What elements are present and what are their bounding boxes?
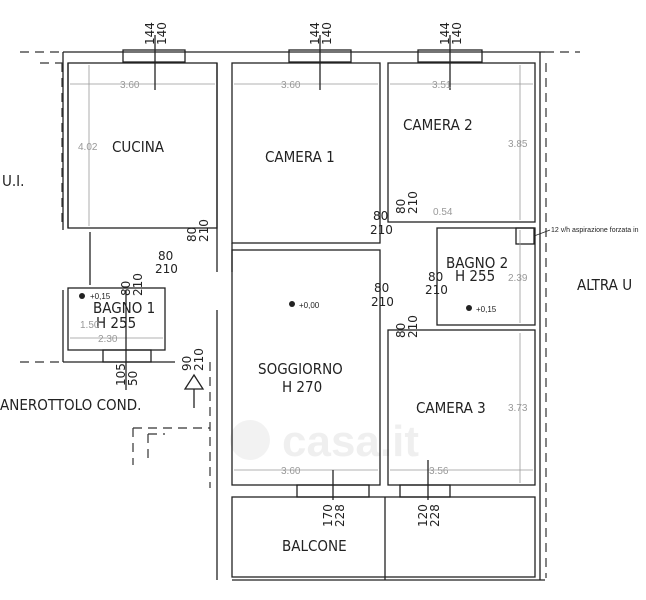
svg-text:80: 80 [394,199,408,214]
svg-text:210: 210 [406,191,420,214]
svg-text:140: 140 [320,22,334,45]
svg-text:2.39: 2.39 [508,273,528,284]
svg-text:228: 228 [428,504,442,527]
svg-text:80: 80 [374,281,389,295]
svg-text:3.60: 3.60 [120,80,140,91]
svg-text:120: 120 [416,504,430,527]
svg-text:2.30: 2.30 [98,334,118,345]
svg-text:H 255: H 255 [96,314,136,332]
door-dimensions: 80 210 80 210 80 210 80 210 80 210 80 21… [119,191,448,371]
outside-labels: U.I. ALTRA U ANEROTTOLO COND. 12 v/h asp… [0,172,639,414]
svg-text:U.I.: U.I. [2,172,24,190]
svg-text:80: 80 [119,281,133,296]
room-labels: CUCINA 4.02 3.60 CAMERA 1 3.60 CAMERA 2 … [78,80,528,555]
level-marker-icons [79,293,472,311]
svg-text:210: 210 [371,295,394,309]
svg-text:3.60: 3.60 [281,80,301,91]
svg-text:140: 140 [155,22,169,45]
svg-text:140: 140 [450,22,464,45]
svg-text:+0,00: +0,00 [299,301,320,310]
svg-text:CAMERA 1: CAMERA 1 [265,148,335,166]
svg-text:210: 210 [197,219,211,242]
svg-text:CUCINA: CUCINA [112,138,165,156]
svg-text:3.51: 3.51 [432,80,452,91]
svg-text:H 255: H 255 [455,267,495,285]
svg-text:144: 144 [308,22,322,45]
svg-text:3.56: 3.56 [429,466,449,477]
window-dimensions: 144 140 144 140 144 140 105 50 170 228 1… [114,22,464,527]
svg-text:12 v/h aspirazione forzata in: 12 v/h aspirazione forzata in [551,227,639,234]
svg-text:105: 105 [114,363,128,386]
svg-text:4.02: 4.02 [78,142,98,153]
dimension-lines [70,35,533,500]
svg-text:0.54: 0.54 [433,207,453,218]
watermark: casa.it [230,417,419,466]
svg-text:210: 210 [406,315,420,338]
svg-text:144: 144 [143,22,157,45]
svg-text:80: 80 [185,227,199,242]
svg-text:BALCONE: BALCONE [282,537,347,555]
svg-text:210: 210 [370,223,393,237]
svg-text:SOGGIORNO: SOGGIORNO [258,360,343,378]
svg-text:144: 144 [438,22,452,45]
svg-text:210: 210 [155,262,178,276]
svg-text:BAGNO 1: BAGNO 1 [93,299,155,317]
svg-text:210: 210 [192,348,206,371]
svg-text:90: 90 [180,356,194,371]
svg-text:+0,15: +0,15 [476,305,497,314]
svg-text:3.73: 3.73 [508,403,528,414]
svg-text:ALTRA U: ALTRA U [577,276,632,294]
svg-text:3.60: 3.60 [281,466,301,477]
svg-text:+0,15: +0,15 [90,292,111,301]
svg-text:BAGNO 2: BAGNO 2 [446,254,508,272]
svg-text:210: 210 [131,273,145,296]
boundary-lines [20,51,580,578]
svg-text:80: 80 [428,270,443,284]
svg-text:170: 170 [321,504,335,527]
svg-text:228: 228 [333,504,347,527]
svg-text:1.50: 1.50 [80,320,100,331]
svg-text:casa.it: casa.it [282,417,419,466]
svg-text:3.85: 3.85 [508,139,528,150]
svg-text:CAMERA 3: CAMERA 3 [416,399,486,417]
svg-text:80: 80 [373,209,388,223]
svg-text:ANEROTTOLO COND.: ANEROTTOLO COND. [0,396,141,414]
svg-text:80: 80 [394,323,408,338]
svg-text:210: 210 [425,283,448,297]
entrance-arrow-icon [183,373,205,408]
svg-text:80: 80 [158,249,173,263]
svg-text:CAMERA 2: CAMERA 2 [403,116,473,134]
svg-text:H 270: H 270 [282,378,322,396]
svg-text:50: 50 [126,371,140,386]
